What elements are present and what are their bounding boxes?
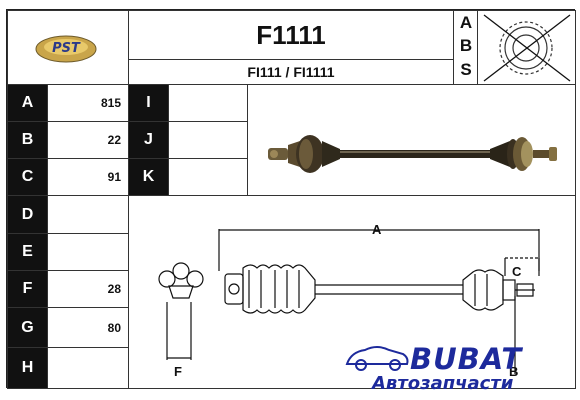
spec-value-k [168,158,248,196]
spec-value-d [47,195,129,234]
spec-letter-b: B [7,121,48,159]
logo-text: PST [52,41,81,56]
spec-letter-f: F [7,270,48,308]
spec-value-i [168,84,248,122]
spec-value-g: 80 [47,307,129,348]
spec-letter-e: E [7,233,48,271]
part-number: F1111 [128,10,454,60]
spec-value-f: 28 [47,270,129,308]
spec-letter-c: C [7,158,48,196]
dimension-a-label: A [372,222,382,237]
spec-value-j [168,121,248,159]
spec-value-h [47,347,129,389]
watermark-brand: BUBAT [410,342,523,376]
abs-letter-s: S [460,60,472,79]
abs-letter-a: A [459,13,473,32]
pst-logo-icon: PST [35,35,97,63]
spec-letter-i: I [128,84,169,122]
dimension-c-label: C [512,264,522,279]
abs-column: A B S [453,10,478,85]
logo-cell: PST [7,10,129,85]
dimension-f-label: F [174,364,182,379]
spec-letter-a: A [7,84,48,122]
spec-letter-d: D [7,195,48,234]
spec-value-c: 91 [47,158,129,196]
product-photo [247,84,576,196]
spec-letter-g: G [7,307,48,348]
spec-value-e [47,233,129,271]
dimension-b-label: B [509,364,519,379]
car-logo-icon [345,346,409,371]
spec-value-a: 815 [47,84,129,122]
abs-ring-crossed-icon [483,14,571,82]
abs-ring-cell [477,10,576,85]
drive-shaft-photo [268,135,557,173]
watermark-tagline: Автозапчасти [372,373,514,394]
spec-letter-j: J [128,121,169,159]
spec-value-b: 22 [47,121,129,159]
spec-letter-k: K [128,158,169,196]
abs-letter-b: B [459,36,473,55]
technical-diagram: A C B F [128,195,576,389]
drive-shaft-drawing [158,229,540,374]
spec-letter-h: H [7,347,48,389]
cross-references: FI111 / FI1111 [128,59,454,85]
spec-sheet: PST F1111 FI111 / FI1111 A B S A 815 B 2… [6,9,576,389]
